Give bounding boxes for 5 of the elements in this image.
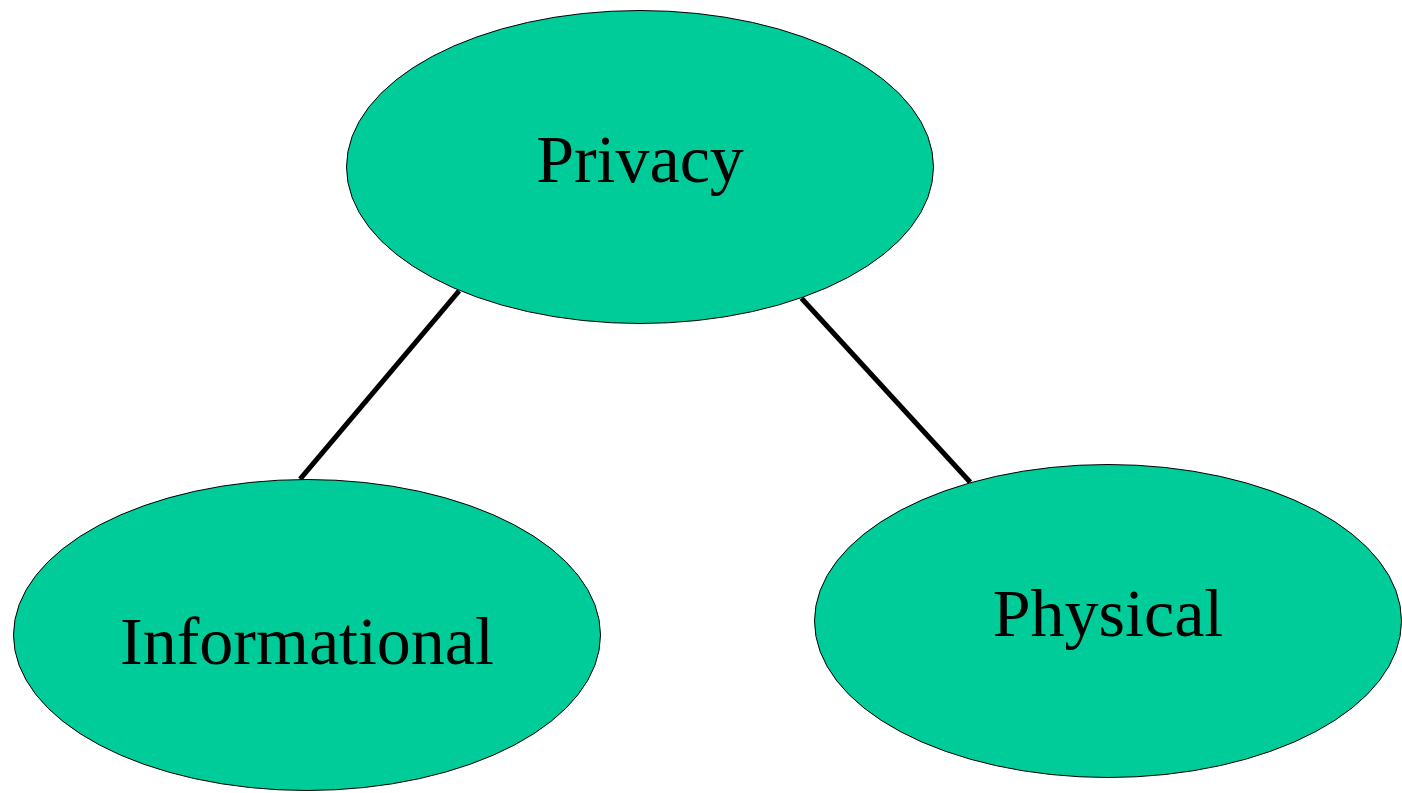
node-label: Privacy	[536, 119, 744, 199]
connector-line	[298, 289, 461, 481]
connector-line	[799, 296, 973, 484]
node-label: Physical	[992, 573, 1224, 653]
node-label: Informational	[120, 601, 494, 681]
